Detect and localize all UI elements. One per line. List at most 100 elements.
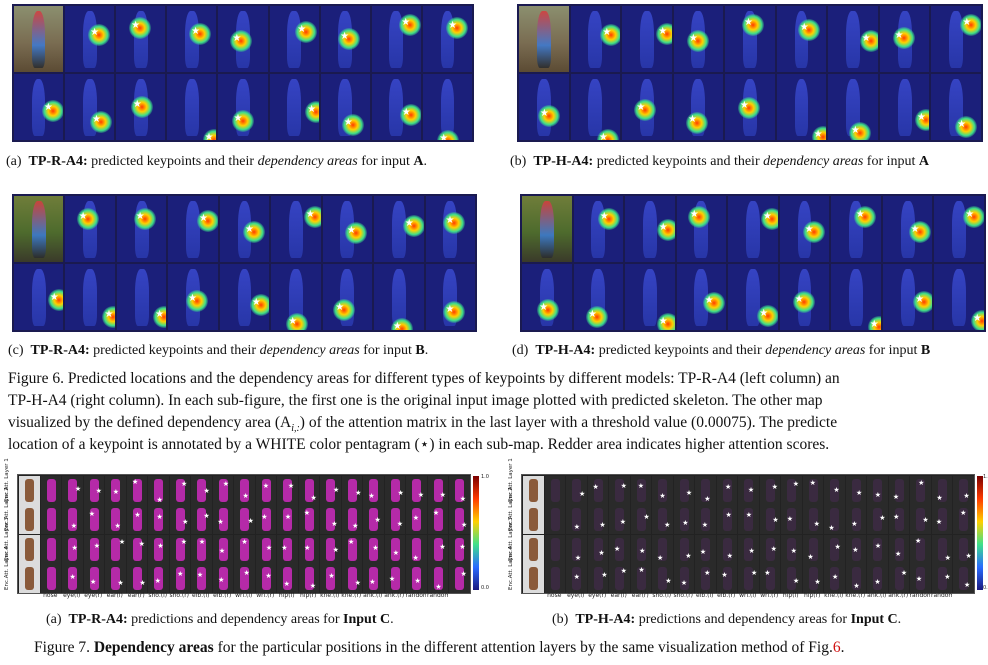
layer-attention-map: ★ [587, 534, 608, 564]
keypoint-star-icon: ★ [355, 489, 362, 498]
layer-attention-map: ★ [673, 476, 694, 505]
person-silhouette [186, 201, 200, 259]
person-silhouette [25, 537, 34, 561]
fig7a-caption: (a) TP-R-A4: predictions and dependency … [46, 612, 394, 627]
layer-attention-map: ★ [212, 505, 233, 535]
fig7-column-label: elb.(r) [717, 592, 736, 599]
person-silhouette [722, 566, 732, 590]
dependency-heatmap: ★ [269, 6, 319, 72]
fig6-reference-link[interactable]: 6 [832, 639, 841, 656]
keypoint-star-icon: ★ [155, 308, 165, 320]
dependency-heatmap: ★ [676, 196, 727, 262]
person-silhouette [851, 479, 861, 502]
fig7-column-label: ank.(l) [363, 592, 383, 599]
person-silhouette [154, 508, 163, 532]
keypoint-star-icon: ★ [348, 537, 355, 546]
layer-attention-map: ★ [62, 476, 83, 505]
dependency-heatmap: ★ [519, 74, 569, 140]
person-silhouette [304, 479, 314, 502]
layer-attention-map: ★ [126, 476, 147, 505]
layer-attention-map: ★ [695, 505, 716, 535]
person-silhouette [326, 479, 335, 502]
keypoint-star-icon: ★ [132, 478, 139, 487]
dependency-heatmap: ★ [828, 74, 878, 140]
person-silhouette [347, 566, 357, 590]
keypoint-star-icon: ★ [794, 294, 804, 306]
person-silhouette [175, 537, 185, 561]
layer-attention-map: ★ [384, 534, 405, 564]
person-silhouette [894, 508, 904, 532]
keypoint-star-icon: ★ [104, 309, 114, 321]
keypoint-star-icon: ★ [879, 513, 886, 522]
person-silhouette [68, 537, 77, 561]
layer-attention-map: ★ [695, 534, 716, 564]
person-silhouette [593, 566, 603, 590]
person-silhouette [261, 566, 271, 590]
layer-attention-map: ★ [449, 563, 470, 593]
keypoint-star-icon: ★ [960, 508, 967, 517]
person-silhouette [46, 537, 56, 561]
keypoint-star-icon: ★ [368, 491, 375, 500]
keypoint-star-icon: ★ [284, 512, 292, 521]
layer-attention-map: ★ [566, 563, 587, 593]
attention-hotspot [443, 300, 466, 323]
keypoint-star-icon: ★ [188, 293, 197, 305]
person-silhouette [959, 566, 968, 590]
layer-attention-map: ★ [716, 476, 737, 505]
person-silhouette [261, 479, 271, 502]
person-silhouette [390, 479, 400, 502]
keypoint-star-icon: ★ [459, 494, 467, 503]
keypoint-star-icon: ★ [445, 303, 455, 315]
person-silhouette [636, 479, 646, 502]
person-silhouette [658, 479, 667, 502]
person-silhouette [154, 566, 163, 590]
layer-attention-map: ★ [953, 534, 974, 564]
person-silhouette [391, 201, 406, 259]
keypoint-star-icon: ★ [813, 519, 820, 528]
keypoint-star-icon: ★ [861, 32, 871, 44]
layer-attention-map: ★ [148, 563, 169, 593]
person-silhouette [550, 508, 560, 532]
person-silhouette [937, 508, 947, 532]
keypoint-star-icon: ★ [354, 578, 361, 587]
fig7-column-label: sho.(l) [652, 592, 672, 599]
dependency-heatmap: ★ [167, 6, 217, 72]
keypoint-star-icon: ★ [874, 491, 881, 500]
keypoint-star-icon: ★ [305, 208, 315, 220]
layer-attention-map: ★ [169, 534, 190, 564]
person-silhouette [31, 201, 46, 259]
person-silhouette [412, 479, 421, 502]
dependency-heatmap: ★ [116, 6, 166, 72]
layer-attention-map: ★ [587, 505, 608, 535]
layer-attention-map: ★ [716, 534, 737, 564]
attention-hotspot [344, 222, 367, 245]
person-silhouette [326, 508, 335, 532]
attention-hotspot [90, 111, 113, 134]
keypoint-star-icon: ★ [592, 483, 599, 492]
layer-attention-map: ★ [255, 534, 276, 564]
layer-attention-map: ★ [62, 505, 83, 535]
person-silhouette [830, 508, 839, 532]
layer-attention-map: ★ [802, 505, 823, 535]
keypoint-star-icon: ★ [637, 481, 645, 490]
person-silhouette [369, 508, 378, 532]
keypoint-star-icon: ★ [412, 554, 419, 563]
layer-attention-map [544, 563, 565, 593]
dependency-heatmap: ★ [625, 196, 675, 262]
person-silhouette [593, 479, 603, 502]
layer-attention-map: ★ [802, 476, 823, 505]
attention-hotspot [402, 214, 424, 237]
dependency-heatmap: ★ [425, 264, 475, 330]
attention-hotspot [797, 18, 820, 41]
person-silhouette [440, 79, 455, 137]
layer-attention-map: ★ [212, 534, 233, 564]
person-silhouette [111, 566, 120, 590]
layer-attention-map: ★ [105, 563, 126, 593]
layer-attention-map: ★ [695, 476, 716, 505]
keypoint-star-icon: ★ [328, 571, 335, 580]
person-silhouette [851, 566, 861, 590]
person-silhouette [326, 566, 335, 590]
keypoint-star-icon: ★ [688, 33, 698, 45]
layer-attention-map: ★ [652, 505, 673, 535]
